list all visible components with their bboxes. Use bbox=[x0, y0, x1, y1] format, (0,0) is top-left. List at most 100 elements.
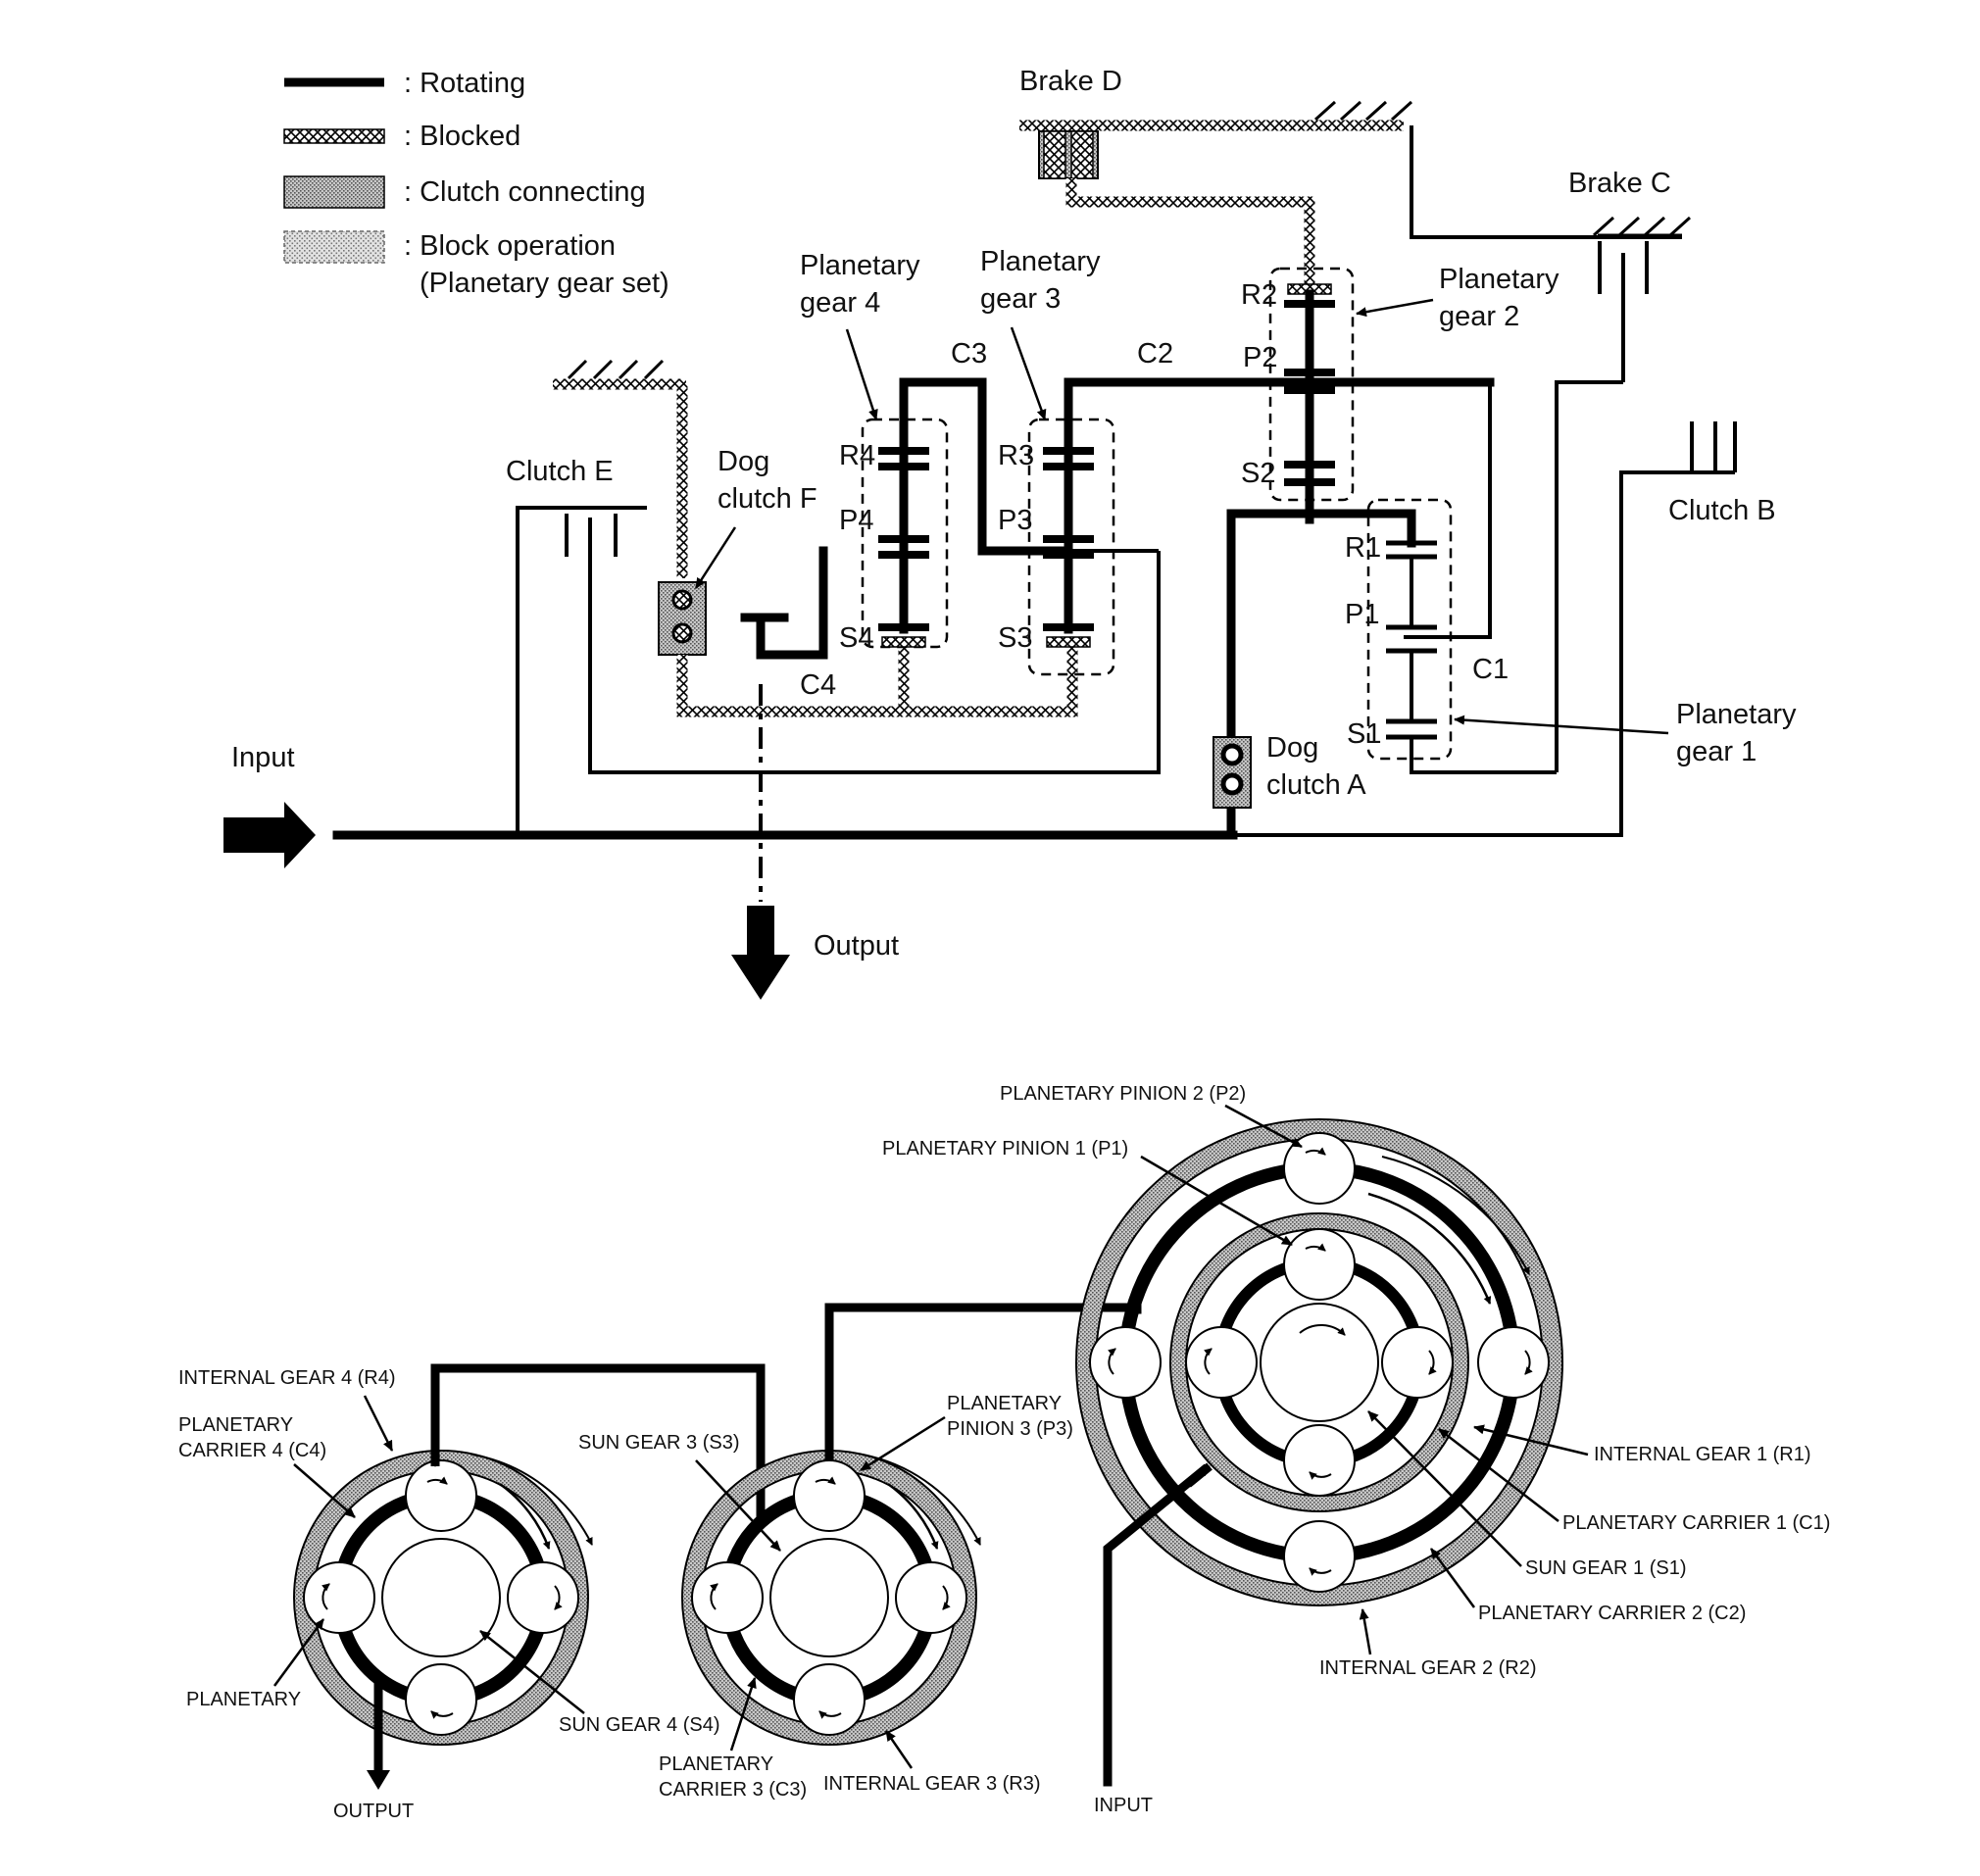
r2-label: R2 bbox=[1241, 279, 1277, 311]
input-gearset-label: INPUT bbox=[1094, 1795, 1153, 1816]
planetary-label: PLANETARY bbox=[186, 1689, 301, 1710]
r3-label: R3 bbox=[998, 440, 1034, 471]
planetary-carrier-3-label-line1: PLANETARY bbox=[659, 1753, 773, 1775]
brake-d: Brake D bbox=[1019, 66, 1413, 295]
c4-label: C4 bbox=[800, 669, 836, 701]
legend-block-operation-sub-label: (Planetary gear set) bbox=[420, 268, 669, 299]
planetary-gear-4-label-line2: gear 4 bbox=[800, 287, 880, 319]
planetary-gear-3-label-line2: gear 3 bbox=[980, 283, 1061, 315]
dog-clutch-f: Dog clutch F bbox=[553, 359, 1078, 717]
output-arrow bbox=[731, 906, 790, 1000]
planetary-gear-2: R2 P2 S2 Planetary gear 2 bbox=[1241, 264, 1559, 517]
pinion-2-bottom bbox=[1283, 1520, 1356, 1593]
planetary-gear-1-label-line1: Planetary bbox=[1676, 699, 1797, 730]
legend: : Rotating : Blocked : Clutch connecting… bbox=[283, 68, 669, 299]
pinion-1-bottom bbox=[1283, 1424, 1356, 1497]
internal-gear-3-label: INTERNAL GEAR 3 (R3) bbox=[823, 1773, 1041, 1795]
dog-clutch-a-label-line2: clutch A bbox=[1266, 769, 1366, 801]
clutch-e-label: Clutch E bbox=[506, 456, 614, 487]
c3-label: C3 bbox=[951, 338, 987, 370]
brake-c: Brake C bbox=[1410, 125, 1692, 382]
input-arrow bbox=[223, 802, 316, 868]
sun-gear-1 bbox=[1260, 1303, 1379, 1422]
dog-clutch-a-label-line1: Dog bbox=[1266, 732, 1318, 764]
clutch-b-label: Clutch B bbox=[1668, 495, 1776, 526]
clutch-e: Clutch E bbox=[506, 456, 1161, 835]
dog-clutch-a: Dog clutch A bbox=[1213, 732, 1366, 809]
planetary-carrier-4-label-line2: CARRIER 4 (C4) bbox=[178, 1440, 326, 1461]
legend-blocked-swatch bbox=[283, 128, 385, 144]
planetary-carrier-4-label-line1: PLANETARY bbox=[178, 1414, 293, 1436]
pinion-4-bottom bbox=[405, 1663, 477, 1736]
pinion-4-left bbox=[303, 1561, 375, 1634]
planetary-gear-1-label-line2: gear 1 bbox=[1676, 736, 1757, 767]
pinion-2-left bbox=[1089, 1326, 1162, 1399]
s2-label: S2 bbox=[1241, 458, 1275, 489]
output-label: Output bbox=[814, 930, 899, 962]
sun-gear-3 bbox=[769, 1538, 889, 1657]
pinion-2-top bbox=[1283, 1132, 1356, 1205]
planetary-pinion-3-label-line2: PINION 3 (P3) bbox=[947, 1418, 1073, 1440]
legend-block-operation-swatch bbox=[283, 230, 385, 264]
output-gearset-label: OUTPUT bbox=[333, 1801, 414, 1822]
pinion-3-bottom bbox=[793, 1663, 866, 1736]
planetary-carrier-1-label: PLANETARY CARRIER 1 (C1) bbox=[1562, 1512, 1830, 1534]
brake-c-label: Brake C bbox=[1568, 168, 1671, 199]
pinion-2-right bbox=[1477, 1326, 1550, 1399]
internal-gear-4-label: INTERNAL GEAR 4 (R4) bbox=[178, 1367, 396, 1389]
pinion-3-top bbox=[793, 1459, 866, 1532]
carrier-c2: C2 bbox=[1064, 338, 1495, 639]
planetary-gear-2-label-line1: Planetary bbox=[1439, 264, 1559, 295]
p3-label: P3 bbox=[998, 505, 1032, 536]
planetary-gear-4-label-line1: Planetary bbox=[800, 250, 920, 281]
p4-label: P4 bbox=[839, 505, 873, 536]
pinion-4-right bbox=[507, 1561, 579, 1634]
c2-label: C2 bbox=[1137, 338, 1173, 370]
input-label: Input bbox=[231, 742, 295, 773]
gearset-3: SUN GEAR 3 (S3) PLANETARY PINION 3 (P3) … bbox=[578, 1303, 1142, 1801]
sun-gear-4 bbox=[381, 1538, 501, 1657]
schematic: Brake D Brake C Clutch B bbox=[223, 66, 1797, 1000]
c1-label: C1 bbox=[1472, 654, 1509, 685]
legend-rotating-label: : Rotating bbox=[404, 68, 525, 99]
s4-label: S4 bbox=[839, 622, 873, 654]
planetary-pinion-3-label-line1: PLANETARY bbox=[947, 1393, 1062, 1414]
planetary-pinion-1-label: PLANETARY PINION 1 (P1) bbox=[882, 1138, 1128, 1160]
r4-label: R4 bbox=[839, 440, 875, 471]
sun-gear-4-label: SUN GEAR 4 (S4) bbox=[559, 1714, 719, 1736]
sun-gear-3-label: SUN GEAR 3 (S3) bbox=[578, 1432, 739, 1454]
planetary-gear-2-label-line2: gear 2 bbox=[1439, 301, 1519, 332]
legend-block-operation-label: : Block operation bbox=[404, 230, 616, 262]
output-shaft: Output bbox=[731, 684, 899, 1000]
pinion-1-right bbox=[1381, 1326, 1454, 1399]
legend-blocked-label: : Blocked bbox=[404, 121, 520, 152]
gearset-views: INTERNAL GEAR 4 (R4) PLANETARY CARRIER 4… bbox=[178, 1083, 1830, 1822]
pinion-1-left bbox=[1185, 1326, 1258, 1399]
brake-d-label: Brake D bbox=[1019, 66, 1122, 97]
planetary-gear-3-label-line1: Planetary bbox=[980, 246, 1101, 277]
pinion-1-top bbox=[1283, 1228, 1356, 1301]
s3-label: S3 bbox=[998, 622, 1032, 654]
planetary-pinion-2-label: PLANETARY PINION 2 (P2) bbox=[1000, 1083, 1246, 1105]
s1-label: S1 bbox=[1347, 718, 1381, 750]
legend-clutch-connecting-label: : Clutch connecting bbox=[404, 176, 646, 208]
pinion-3-right bbox=[895, 1561, 967, 1634]
r1-label: R1 bbox=[1345, 532, 1381, 564]
dog-clutch-f-label-line2: clutch F bbox=[718, 483, 817, 515]
internal-gear-2-label: INTERNAL GEAR 2 (R2) bbox=[1319, 1657, 1537, 1679]
pinion-3-left bbox=[691, 1561, 764, 1634]
internal-gear-1-label: INTERNAL GEAR 1 (R1) bbox=[1594, 1444, 1811, 1465]
clutch-b: Clutch B bbox=[1555, 380, 1776, 835]
planetary-gear-3: C3 R3 P3 S3 Planetary gear 3 bbox=[951, 246, 1159, 676]
planetary-carrier-3-label-line2: CARRIER 3 (C3) bbox=[659, 1779, 807, 1801]
dog-clutch-f-label-line1: Dog bbox=[718, 446, 769, 477]
p1-label: P1 bbox=[1345, 599, 1379, 630]
input-shaft: Input bbox=[223, 742, 1623, 868]
gearset-1-2: PLANETARY PINION 2 (P2) PLANETARY PINION… bbox=[882, 1083, 1830, 1816]
sun-gear-1-label: SUN GEAR 1 (S1) bbox=[1525, 1557, 1686, 1579]
planetary-carrier-2-label: PLANETARY CARRIER 2 (C2) bbox=[1478, 1603, 1746, 1624]
gearset-4: INTERNAL GEAR 4 (R4) PLANETARY CARRIER 4… bbox=[178, 1363, 766, 1822]
legend-clutch-connecting-swatch bbox=[283, 175, 385, 209]
planetary-gear-1: R1 P1 S1 C1 Planetary gear 1 bbox=[1226, 498, 1797, 840]
